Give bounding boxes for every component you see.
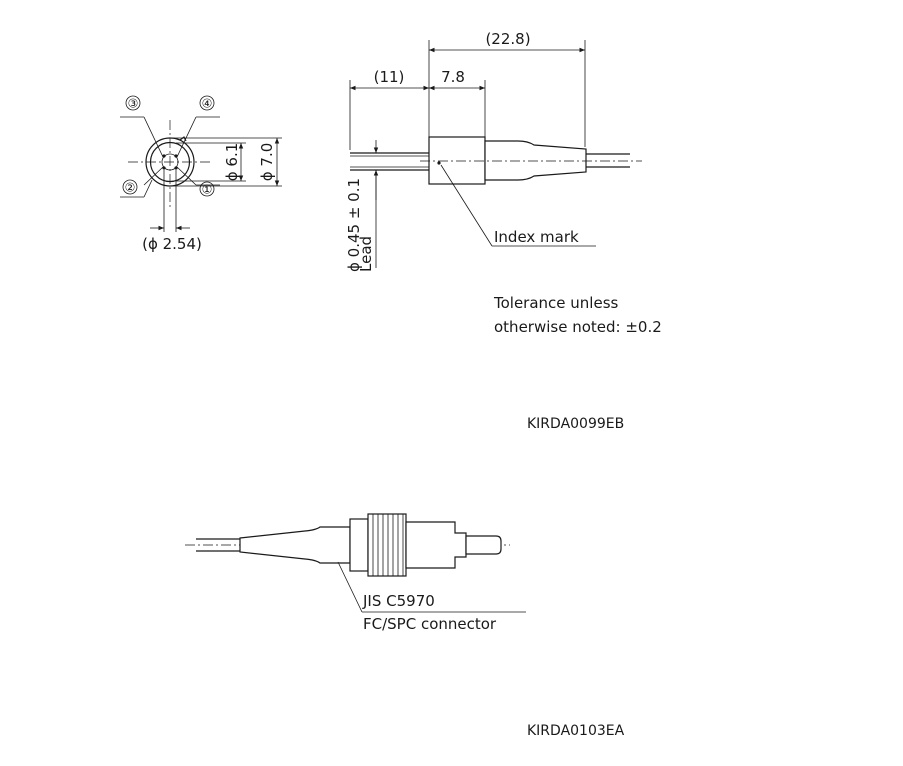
connector-key-body: [405, 521, 467, 569]
connector-nut: [367, 513, 407, 577]
tolerance-note-line-1: Tolerance unless: [493, 294, 619, 312]
connector-standard-label: JIS C5970: [362, 592, 435, 610]
outer-flange-circle: [145, 137, 195, 187]
dim-lead-diameter: ϕ 0.45 ± 0.1: [345, 178, 363, 272]
package-body: [428, 136, 486, 185]
dim-lead-length: (11): [374, 68, 405, 86]
drawing-code-2: KIRDA0103EA: [527, 723, 625, 739]
pin-label-2: ②: [125, 181, 136, 195]
index-mark-dot: [437, 161, 441, 165]
pin-circle: [161, 153, 179, 171]
connector-view: JIS C5970 FC/SPC connector: [185, 513, 526, 633]
dim-pin-pitch: (ϕ 2.54): [142, 235, 202, 253]
tolerance-note-line-2: otherwise noted: ±0.2: [494, 318, 662, 336]
side-view: (22.8) (11) 7.8 ϕ 0.45 ± 0.1 Lead Index …: [345, 30, 642, 272]
connector-type-label: FC/SPC connector: [363, 615, 497, 633]
dim-total-length: (22.8): [485, 30, 530, 48]
connector-flange: [349, 518, 369, 572]
connector-boot: [239, 526, 351, 564]
pin-label-3: ③: [128, 97, 139, 111]
index-mark-label: Index mark: [494, 228, 579, 246]
dim-inner-diameter: ϕ 6.1: [223, 143, 241, 182]
drawing-code-1: KIRDA0099EB: [527, 416, 624, 432]
dim-outer-diameter: ϕ 7.0: [258, 143, 276, 182]
pin-label-4: ④: [202, 97, 213, 111]
pin-label-1: ①: [202, 183, 213, 197]
cap-circle: [149, 141, 191, 183]
fiber-boot: [484, 140, 587, 181]
connector-ferrule: [465, 535, 502, 555]
top-view: ① ② ③ ④ ϕ 6.1 ϕ 7.0 (ϕ 2.54): [120, 95, 282, 253]
dim-body-length: 7.8: [441, 68, 465, 86]
lead-label: Lead: [357, 236, 375, 272]
